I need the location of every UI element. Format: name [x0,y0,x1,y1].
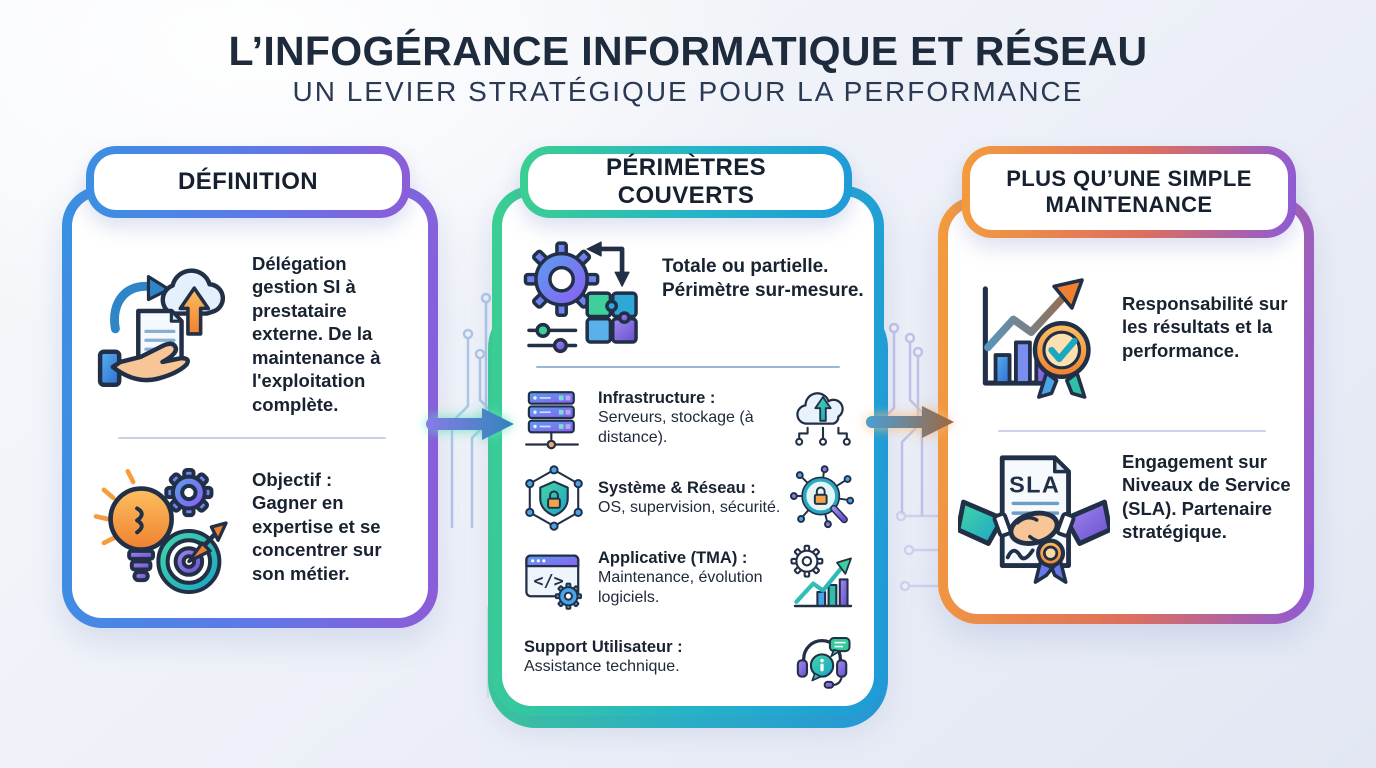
svg-text:</>: </> [533,570,563,590]
row-label: Support Utilisateur : [524,637,683,656]
server-stack-icon [518,382,586,454]
flow-arrow-left-icon [424,404,516,444]
perimetres-row-infrastructure: Infrastructure : Serveurs, stockage (à d… [518,378,862,458]
row-text: Serveurs, stockage (à distance). [598,408,754,446]
divider [118,437,386,439]
shield-network-icon [518,461,590,535]
maintenance-header-pill: PLUS QU’UNE SIMPLE MAINTENANCE [962,146,1296,238]
row-text: OS, supervision, sécurité. [598,498,781,516]
divider [536,366,840,368]
sla-contract-handshake-icon: SLA [958,444,1110,596]
svg-text:SLA: SLA [1009,471,1060,497]
perimetres-row-systeme: Système & Réseau : OS, supervision, sécu… [518,458,862,538]
row-text: Assistance technique. [524,657,680,675]
flow-arrow-right-icon [864,402,956,442]
perimetres-header-pill: PÉRIMÈTRES COUVERTS [520,146,852,218]
cloud-upload-network-icon [788,381,858,455]
growth-chart-award-icon [962,266,1108,406]
panel-definition: Délégation gestion SI à prestataire exte… [62,186,438,628]
security-scan-lock-icon [788,461,860,535]
row-label: Système & Réseau : [598,478,756,497]
gear-growth-chart-icon [788,542,858,614]
code-window-gear-icon: </> [518,542,588,614]
definition-item-2-text: Objectif : Gagner en expertise et se con… [252,469,382,584]
page-title: L’INFOGÉRANCE INFORMATIQUE ET RÉSEAU [228,28,1148,74]
row-label: Applicative (TMA) : [598,548,748,567]
row-label: Infrastructure : [598,388,716,407]
gear-puzzle-icon [522,235,650,363]
circuit-decoration-right [895,510,944,592]
delegation-cloud-hand-icon [95,255,235,395]
panel-perimetres: Totale ou partielle. Périmètre sur-mesur… [492,186,884,716]
definition-header-pill: DÉFINITION [86,146,410,218]
headset-support-icon [788,620,860,694]
perimetres-row-support: Support Utilisateur : Assistance techniq… [518,618,862,696]
perimetres-title: PÉRIMÈTRES COUVERTS [605,154,767,209]
definition-title: DÉFINITION [178,168,318,195]
lightbulb-gear-target-icon [88,458,234,604]
perimetres-row-applicative: </> A [518,538,862,618]
maintenance-item-2-text: Engagement sur Niveaux de Service (SLA).… [1122,451,1291,543]
row-text: Maintenance, évolution logiciels. [598,568,763,606]
definition-item-1-text: Délégation gestion SI à prestataire exte… [252,253,381,415]
maintenance-title: PLUS QU’UNE SIMPLE MAINTENANCE [1006,165,1252,217]
perimetres-intro-text: Totale ou partielle. Périmètre sur-mesur… [662,256,864,302]
page-subtitle: UN LEVIER STRATÉGIQUE POUR LA PERFORMANC… [292,76,1084,107]
divider [998,430,1266,432]
panel-maintenance: Responsabilité sur les résultats et la p… [938,196,1314,624]
maintenance-item-1-text: Responsabilité sur les résultats et la p… [1122,293,1288,361]
